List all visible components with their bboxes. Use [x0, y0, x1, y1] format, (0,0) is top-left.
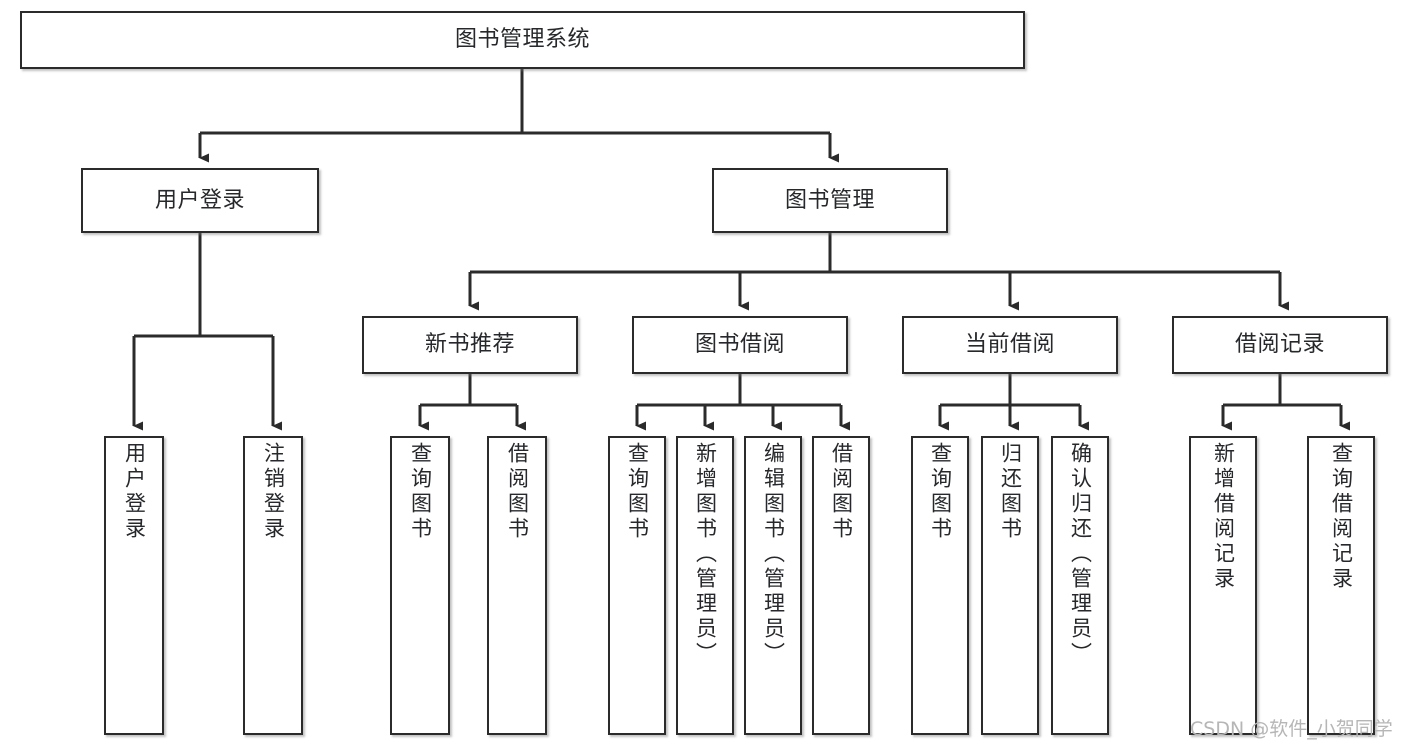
leaf-return-book[interactable]: 归还图书 — [981, 436, 1039, 735]
leaf-query-record[interactable]: 查询借阅记录 — [1307, 436, 1375, 735]
node-book-manage[interactable]: 图书管理 — [712, 168, 948, 233]
leaf-query-book-cb-label: 查询图书 — [928, 442, 953, 542]
node-new-book-recommend[interactable]: 新书推荐 — [362, 316, 578, 374]
leaf-user-login[interactable]: 用户登录 — [104, 436, 164, 735]
leaf-query-record-label: 查询借阅记录 — [1329, 442, 1354, 592]
leaf-query-book-rec-label: 查询图书 — [408, 442, 433, 542]
leaf-add-book[interactable]: 新增图书（管理员） — [676, 436, 734, 735]
leaf-logout[interactable]: 注销登录 — [243, 436, 303, 735]
leaf-confirm-return-label: 确认归还（管理员） — [1068, 442, 1093, 667]
connectors — [132, 69, 1350, 431]
node-root-system-label: 图书管理系统 — [454, 27, 590, 53]
node-new-book-recommend-label: 新书推荐 — [424, 332, 515, 358]
leaf-borrow-book-rec[interactable]: 借阅图书 — [487, 436, 547, 735]
leaf-query-book-bb-label: 查询图书 — [625, 442, 650, 542]
leaf-add-record[interactable]: 新增借阅记录 — [1189, 436, 1257, 735]
node-book-borrow[interactable]: 图书借阅 — [632, 316, 848, 374]
leaf-return-book-label: 归还图书 — [998, 442, 1023, 542]
leaf-query-book-bb[interactable]: 查询图书 — [608, 436, 666, 735]
node-book-manage-label: 图书管理 — [784, 187, 875, 213]
leaf-add-record-label: 新增借阅记录 — [1211, 442, 1236, 592]
node-user-login-label: 用户登录 — [154, 187, 245, 213]
node-borrow-record[interactable]: 借阅记录 — [1172, 316, 1388, 374]
leaf-logout-label: 注销登录 — [261, 442, 286, 542]
node-book-borrow-label: 图书借阅 — [694, 332, 785, 358]
leaf-borrow-book-bb[interactable]: 借阅图书 — [812, 436, 870, 735]
node-user-login[interactable]: 用户登录 — [81, 168, 319, 233]
node-root-system[interactable]: 图书管理系统 — [20, 11, 1025, 69]
leaf-user-login-label: 用户登录 — [122, 442, 147, 542]
node-current-borrow-label: 当前借阅 — [964, 332, 1055, 358]
leaf-query-book-cb[interactable]: 查询图书 — [911, 436, 969, 735]
leaf-edit-book-label: 编辑图书（管理员） — [761, 442, 786, 667]
leaf-borrow-book-rec-label: 借阅图书 — [505, 442, 530, 542]
leaf-borrow-book-bb-label: 借阅图书 — [829, 442, 854, 542]
leaf-confirm-return[interactable]: 确认归还（管理员） — [1051, 436, 1109, 735]
node-current-borrow[interactable]: 当前借阅 — [902, 316, 1118, 374]
leaf-query-book-rec[interactable]: 查询图书 — [390, 436, 450, 735]
leaf-add-book-label: 新增图书（管理员） — [693, 442, 718, 667]
node-borrow-record-label: 借阅记录 — [1234, 332, 1325, 358]
leaf-edit-book[interactable]: 编辑图书（管理员） — [744, 436, 802, 735]
